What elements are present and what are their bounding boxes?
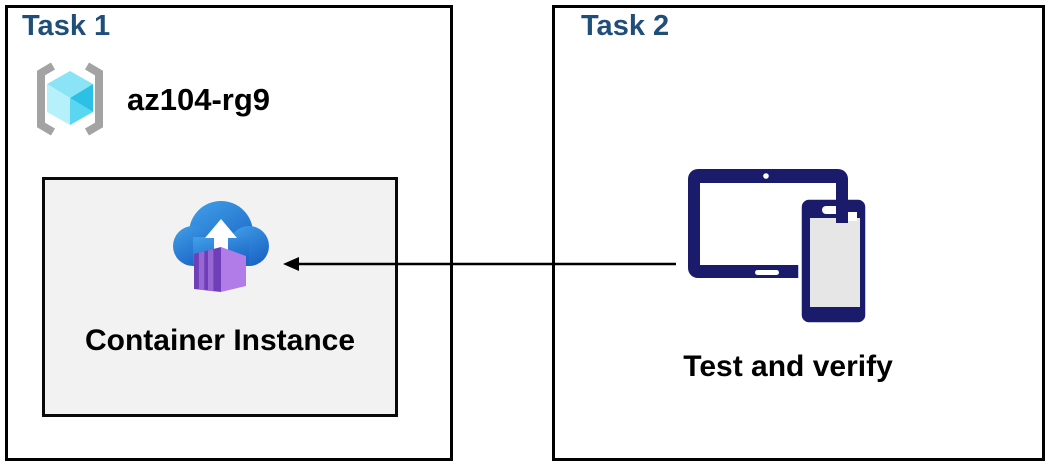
task1-title: Task 1 — [22, 10, 111, 42]
phone-glyph — [798, 196, 869, 326]
container-instance-label: Container Instance — [84, 324, 356, 357]
bracket-right — [84, 62, 103, 136]
phone-speaker — [822, 206, 840, 214]
cube-glyph — [47, 71, 93, 125]
test-and-verify-label: Test and verify — [683, 350, 893, 383]
devices-icon — [688, 169, 869, 326]
upload-arrow-glyph — [205, 219, 237, 255]
resource-group-icon — [37, 62, 103, 136]
container-instances-icon — [173, 201, 269, 292]
bracket-left — [37, 62, 56, 136]
tablet-home-button — [755, 270, 779, 275]
tablet-camera-dot — [763, 173, 769, 179]
resource-group-name: az104-rg9 — [127, 82, 271, 117]
container-box-glyph — [194, 247, 246, 292]
task2-title: Task 2 — [581, 10, 670, 42]
